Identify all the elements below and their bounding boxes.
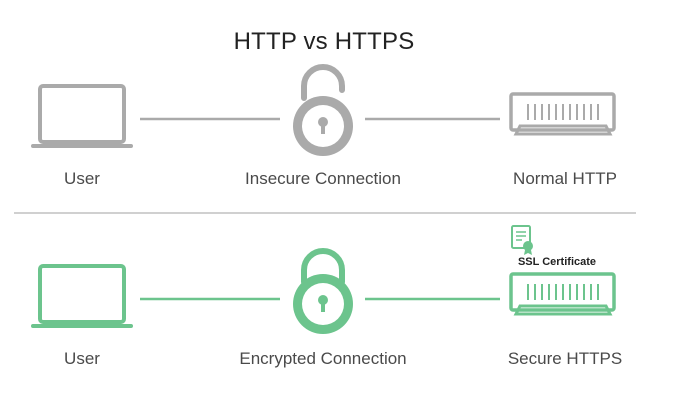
certificate-icon xyxy=(511,225,533,255)
laptop-icon xyxy=(31,84,133,148)
laptop-icon xyxy=(31,264,133,328)
http-connection-label: Insecure Connection xyxy=(245,169,401,188)
diagram-title: HTTP vs HTTPS xyxy=(233,28,415,55)
https-connection-label: Encrypted Connection xyxy=(239,349,407,368)
server-icon xyxy=(509,92,616,136)
https-user-label: User xyxy=(64,349,100,368)
http-server-label: Normal HTTP xyxy=(513,169,617,188)
ssl-certificate-label: SSL Certificate xyxy=(517,256,597,268)
server-icon xyxy=(509,272,616,316)
https-server-label: Secure HTTPS xyxy=(507,349,623,368)
unlocked-padlock-icon xyxy=(293,64,353,156)
locked-padlock-icon xyxy=(293,248,353,334)
row-divider xyxy=(14,212,636,214)
http-user-label: User xyxy=(64,169,100,188)
